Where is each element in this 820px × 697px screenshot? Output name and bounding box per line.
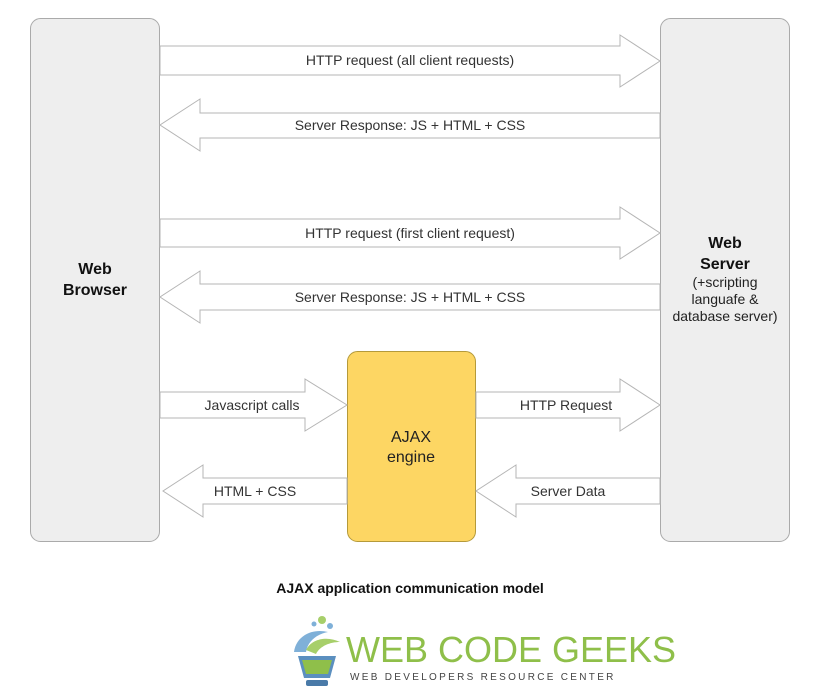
web-server-title-line-1: Web: [708, 235, 742, 252]
web-server-box: [660, 18, 790, 542]
web-code-geeks-logo: WEB CODE GEEKS WEB DEVELOPERS RESOURCE C…: [0, 612, 820, 694]
ajax-engine-title-line-1: AJAX: [391, 429, 431, 446]
arrow-http-request-first: [159, 206, 661, 260]
label-server-response-1: Server Response: JS + HTML + CSS: [295, 117, 526, 133]
logo-tagline: WEB DEVELOPERS RESOURCE CENTER: [350, 672, 616, 683]
arrow-html-css: [162, 464, 348, 518]
label-server-response-2: Server Response: JS + HTML + CSS: [295, 289, 526, 305]
logo-name: WEB CODE GEEKS: [346, 629, 677, 670]
label-javascript-calls: Javascript calls: [205, 397, 300, 413]
arrow-server-response-1: [159, 98, 661, 152]
web-server-subtitle-line-1: (+scripting: [693, 274, 758, 290]
web-browser-box: [30, 18, 160, 542]
diagram-caption: AJAX application communication model: [276, 580, 544, 596]
ajax-engine-box: [347, 351, 476, 542]
arrow-server-data: [475, 464, 661, 518]
geeks-logo-icon: [294, 616, 340, 686]
arrow-server-response-2: [159, 270, 661, 324]
label-http-request-ajax: HTTP Request: [520, 397, 612, 413]
label-html-css: HTML + CSS: [214, 483, 296, 499]
web-browser-title-line-2: Browser: [63, 282, 127, 299]
label-http-request-first: HTTP request (first client request): [305, 225, 515, 241]
web-browser-title-line-1: Web: [78, 261, 112, 278]
arrow-http-request-all: [159, 34, 661, 88]
arrow-http-request-ajax: [475, 378, 661, 432]
label-server-data: Server Data: [531, 483, 606, 499]
web-server-title-line-2: Server: [700, 256, 750, 273]
ajax-engine-title-line-2: engine: [387, 449, 435, 466]
web-server-subtitle-line-3: database server): [672, 308, 777, 324]
web-server-subtitle-line-2: languafe &: [692, 291, 760, 307]
label-http-request-all: HTTP request (all client requests): [306, 52, 514, 68]
arrow-javascript-calls: [159, 378, 348, 432]
